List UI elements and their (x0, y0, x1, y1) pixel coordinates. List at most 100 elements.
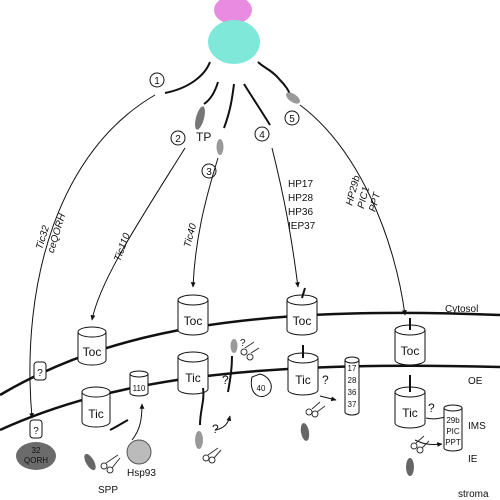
toc-complex-3: Toc (177, 294, 209, 336)
svg-text:32: 32 (32, 446, 41, 455)
svg-text:17: 17 (348, 364, 357, 373)
pathway-4-arrow (271, 147, 300, 288)
precursor-5-transit (406, 458, 414, 476)
svg-text:2: 2 (175, 134, 181, 145)
svg-text:Tic: Tic (185, 371, 201, 385)
transit-peptide-label: TP (196, 130, 211, 144)
svg-text:36: 36 (348, 388, 357, 397)
unknown-factor-1a: ? (33, 361, 47, 381)
tic40-complex: 40 (250, 373, 272, 397)
svg-text:IEP37: IEP37 (288, 221, 316, 232)
nascent-chain-2 (203, 81, 219, 105)
spp-scissors-icon (100, 454, 121, 474)
svg-text:Toc: Toc (293, 314, 312, 328)
precursor-4-transit (300, 423, 310, 441)
unknown-factor-5: ? (428, 401, 435, 415)
tic-complex-2: Tic (81, 386, 111, 428)
svg-text:HP17: HP17 (288, 179, 313, 190)
transit-peptide-2 (195, 106, 205, 130)
pathway-number-5: 5 (284, 110, 300, 126)
ims-label: IMS (468, 421, 486, 432)
tic-complex-3: Tic (177, 351, 209, 395)
svg-text:Toc: Toc (184, 314, 203, 328)
svg-text:110: 110 (133, 384, 146, 393)
svg-text:PPT: PPT (445, 438, 461, 447)
tic-complex-5: Tic (394, 386, 426, 429)
spp-scissors-icon (410, 435, 430, 454)
svg-text:?: ? (33, 426, 39, 437)
pathway-number-4: 4 (254, 126, 270, 142)
svg-text:Toc: Toc (83, 345, 102, 359)
tic40-transit (230, 339, 238, 353)
pathway-2-cargo: Tic110 (112, 231, 132, 263)
svg-text:Tic: Tic (88, 407, 104, 421)
transit-peptide-5 (286, 92, 300, 104)
cytosol-label: Cytosol (445, 304, 478, 315)
svg-text:4: 4 (259, 130, 265, 141)
pathway-1-arrow (29, 94, 156, 419)
svg-text:QORH: QORH (24, 456, 48, 465)
pathway-3-arrow (190, 157, 219, 288)
pathway-number-3: 3 (201, 163, 217, 179)
nascent-chain-5 (257, 61, 291, 95)
qorh-protein: 32 QORH (16, 442, 56, 470)
svg-text:PPT: PPT (367, 190, 383, 212)
ribosome-large-subunit (208, 20, 260, 64)
nascent-chain-1 (164, 61, 211, 94)
svg-text:Tic: Tic (402, 406, 418, 420)
pathway-5-cargo: HP29b PIC1 PPT (344, 174, 383, 213)
svg-text:5: 5 (289, 114, 295, 125)
ribosome-small-subunit (214, 0, 252, 24)
unknown-factor-4: ? (322, 373, 329, 387)
svg-text:3: 3 (206, 167, 212, 178)
tic40-chain (227, 355, 233, 393)
svg-text:?: ? (37, 368, 43, 379)
precursor-chain-2 (109, 419, 129, 431)
toc-complex-5: Toc (394, 324, 426, 366)
pathway-3-return-arrow (215, 415, 232, 431)
svg-text:37: 37 (348, 400, 357, 409)
pathway-number-1: 1 (149, 72, 165, 88)
pathway-5-arrow (299, 104, 407, 316)
nascent-chain-4 (243, 83, 271, 126)
svg-text:HP36: HP36 (288, 207, 313, 218)
svg-text:40: 40 (257, 384, 266, 393)
stroma-label: stroma (458, 489, 489, 500)
inner-envelope-label: IE (468, 454, 478, 465)
unknown-factor-3a: ? (212, 422, 219, 436)
svg-text:Tic: Tic (295, 373, 311, 387)
transit-peptide-3 (216, 139, 224, 155)
spp-scissors-icon (240, 341, 260, 361)
svg-text:Toc: Toc (401, 344, 420, 358)
spp-scissors-icon (202, 447, 222, 464)
pathway-number-2: 2 (170, 130, 186, 146)
svg-text:Tic110: Tic110 (112, 231, 132, 263)
spp-cleaved-transit-2 (84, 453, 96, 471)
unknown-factor-3b: ? (222, 373, 229, 387)
outer-envelope-label: OE (468, 376, 483, 387)
svg-text:29b: 29b (446, 416, 460, 425)
hsp93-label: Hsp93 (127, 468, 156, 479)
spp-label: SPP (98, 485, 118, 496)
precursor-chain-4-top (301, 287, 306, 299)
pathway-1-cargo: Tic32 ceQORH (34, 212, 68, 255)
toc-complex-2: Toc (77, 326, 107, 366)
hsp93-chaperone (126, 439, 152, 465)
svg-text:HP28: HP28 (288, 193, 313, 204)
precursor-3-transit (195, 431, 203, 449)
tic110-complex: 110 (129, 370, 149, 397)
tic110-insertion-arrow (131, 403, 145, 441)
svg-text:1: 1 (154, 76, 160, 87)
tic-complex-4: Tic (287, 352, 319, 396)
svg-text:PIC: PIC (446, 427, 460, 436)
pathway-4-cargo: HP17 HP28 HP36 IEP37 (288, 179, 316, 232)
unknown-factor-1b: ? (29, 419, 43, 439)
toc-complex-4: Toc (286, 294, 318, 336)
pathway-4-sort-arrow (319, 395, 337, 402)
svg-text:28: 28 (348, 376, 357, 385)
nascent-chain-3 (223, 83, 235, 129)
pathway-2-arrow (90, 147, 186, 321)
spp-scissors-icon (305, 401, 326, 418)
